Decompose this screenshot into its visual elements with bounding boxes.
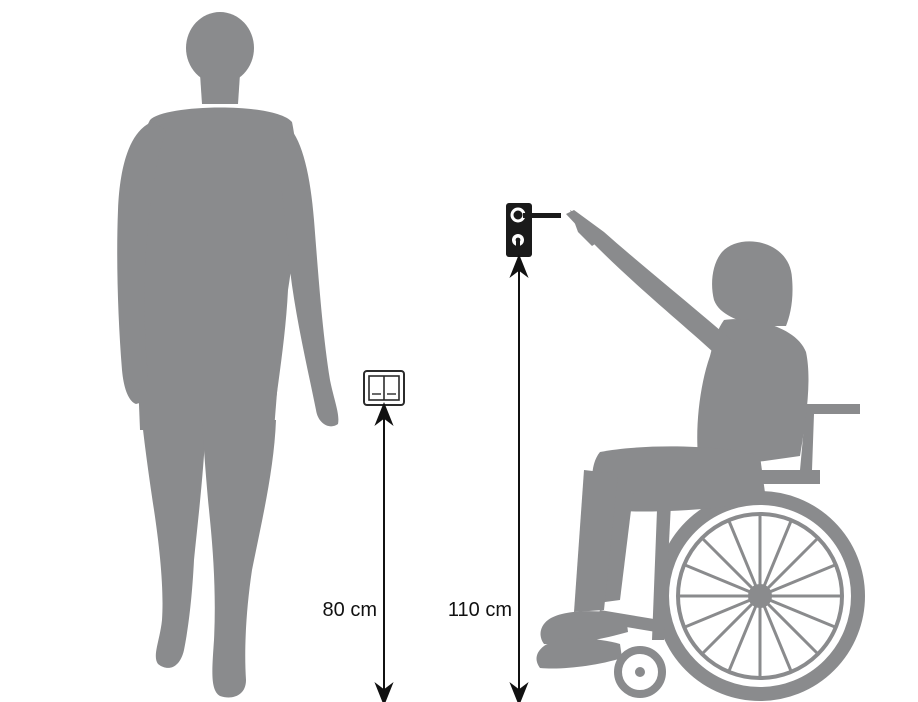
standing-person-silhouette [117,12,338,697]
switch-height-label: 80 cm [323,599,377,621]
door-handle-icon [506,203,561,257]
handle-height-label: 110 cm [448,599,512,621]
wheelchair-user-silhouette [537,210,860,694]
light-switch-icon [364,371,404,405]
